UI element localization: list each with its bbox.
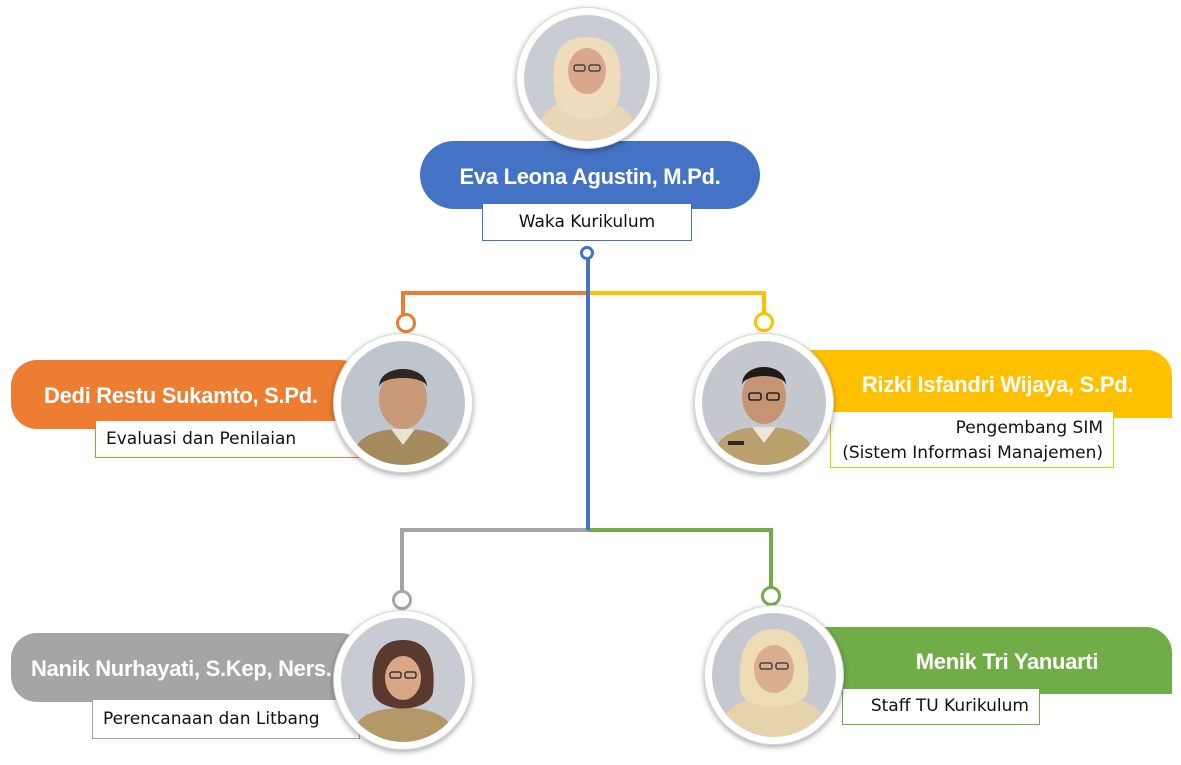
menik-name: Menik Tri Yanuarti	[915, 648, 1099, 674]
head-role: Waka Kurikulum	[518, 212, 656, 232]
dedi-role: Evaluasi dan Penilaian	[106, 429, 297, 449]
menik-role: Staff TU Kurikulum	[870, 696, 1029, 716]
rizki-name-bar: Rizki Isfandri Wijaya, S.Pd.	[805, 350, 1172, 418]
menik-role-box: Staff TU Kurikulum	[842, 688, 1040, 725]
dedi-photo	[333, 333, 473, 473]
dedi-role-box: Evaluasi dan Penilaian	[95, 420, 360, 458]
nanik-role-box: Perencanaan dan Litbang	[92, 699, 360, 739]
connector-orange	[401, 291, 588, 315]
nanik-role: Perencanaan dan Litbang	[103, 709, 320, 729]
nanik-photo	[333, 610, 473, 750]
head-connector-dot	[580, 246, 594, 260]
rizki-role-line-1: Pengembang SIM	[955, 418, 1103, 438]
nanik-name: Nanik Nurhayati, S.Kep, Ners.	[31, 655, 332, 681]
rizki-role-line-2: (Sistem Informasi Manajemen)	[842, 443, 1103, 463]
connector-yellow	[588, 291, 766, 315]
menik-name-bar: Menik Tri Yanuarti	[812, 627, 1172, 694]
menik-photo	[704, 605, 844, 745]
nanik-connector-dot	[392, 590, 412, 610]
head-name: Eva Leona Agustin, M.Pd.	[459, 164, 721, 189]
head-name-bar: Eva Leona Agustin, M.Pd.	[420, 141, 760, 209]
menik-connector-dot	[761, 586, 781, 606]
connector-gray	[400, 528, 588, 593]
nanik-name-bar: Nanik Nurhayati, S.Kep, Ners.	[11, 633, 366, 702]
rizki-connector-dot	[754, 312, 774, 332]
dedi-name-bar: Dedi Restu Sukamto, S.Pd.	[11, 360, 366, 429]
rizki-photo	[694, 333, 834, 473]
dedi-name: Dedi Restu Sukamto, S.Pd.	[44, 382, 318, 408]
rizki-role-box: Pengembang SIM (Sistem Informasi Manajem…	[830, 411, 1114, 468]
dedi-connector-dot	[396, 313, 416, 333]
connector-green	[588, 528, 773, 589]
head-photo	[516, 7, 658, 149]
rizki-name: Rizki Isfandri Wijaya, S.Pd.	[861, 372, 1134, 397]
head-role-box: Waka Kurikulum	[482, 203, 692, 241]
